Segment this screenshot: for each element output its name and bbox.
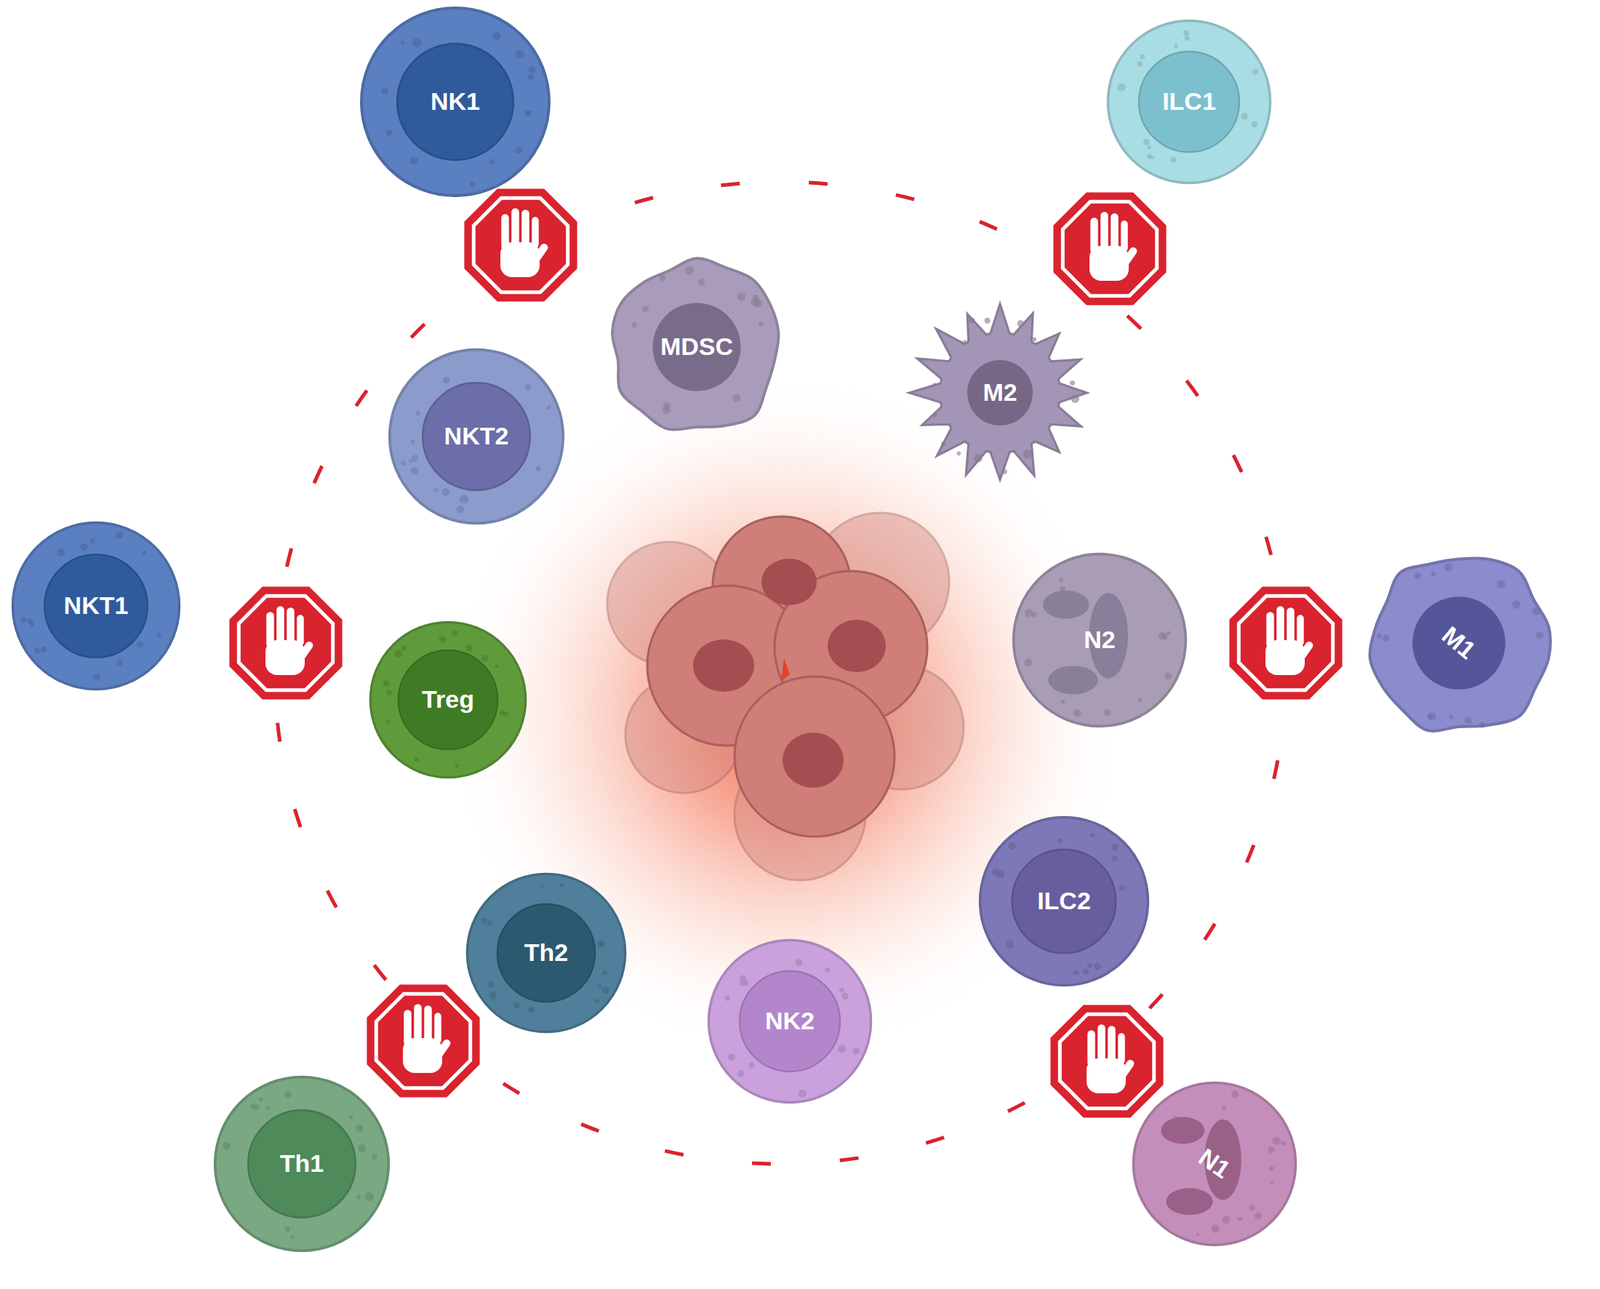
immune-cell: M2 [909,301,1091,484]
immune-cell: NK1 [358,5,552,199]
immune-cell: M1 [1362,546,1556,740]
immune-cell: N2 [1010,551,1189,729]
cell-label: Treg [421,685,475,713]
cell-label: M2 [982,378,1017,406]
immune-cell: Th2 [464,871,628,1035]
cell-label: NKT2 [444,422,510,450]
immune-cell: Th1 [212,1074,392,1254]
immune-cell: NKT2 [386,346,566,526]
cell-label: N2 [1083,626,1115,654]
cell-label: NKT1 [64,592,129,619]
immune-cell: ILC1 [1105,18,1273,186]
immune-cell: NKT1 [10,520,182,692]
immune-cell: N1 [1130,1080,1299,1248]
cell-label: NK1 [430,88,480,115]
cell-label: NK2 [765,1007,815,1035]
cell-label: MDSC [660,333,734,360]
cell-label: Th2 [524,938,568,966]
cell-label: Th1 [280,1149,324,1177]
cell-label: ILC2 [1037,887,1091,915]
immune-cell: NK2 [706,937,874,1105]
immune-cell: ILC2 [977,814,1151,988]
cell-label: ILC1 [1162,88,1216,115]
immune-cell: MDSC [605,255,789,439]
immune-cell: Treg [368,619,528,780]
